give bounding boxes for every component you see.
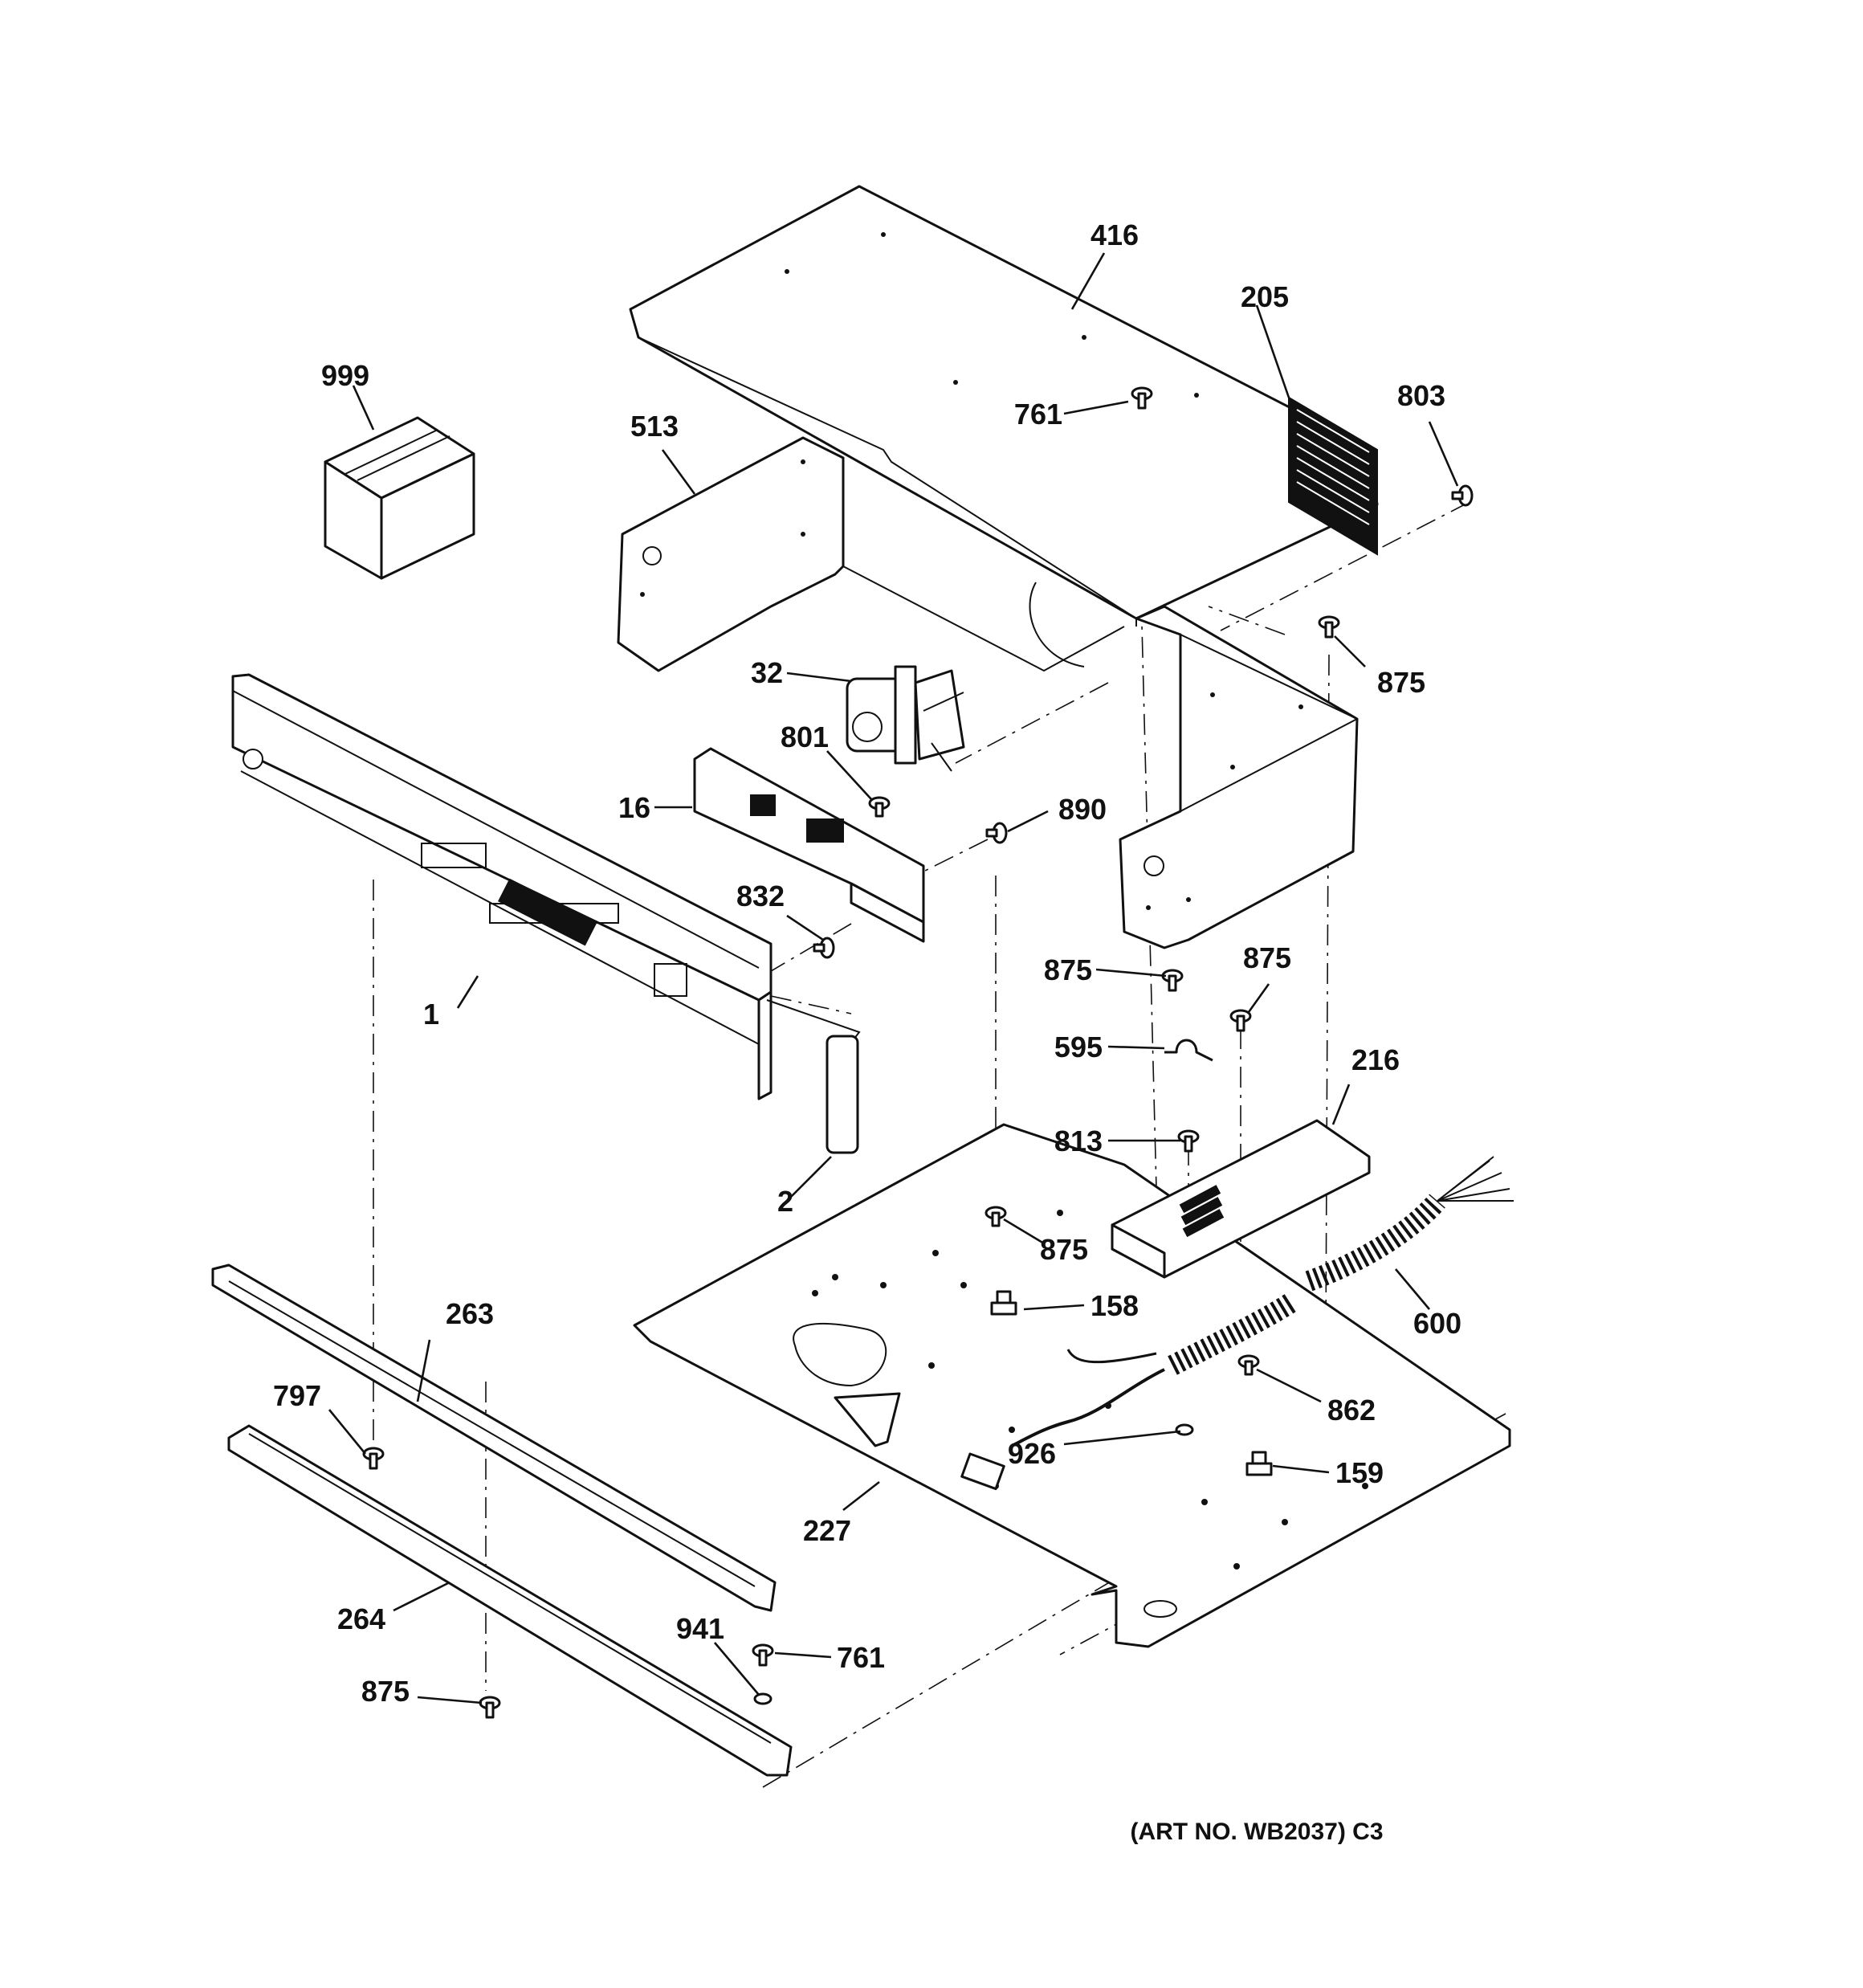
vent-grille-205 (1288, 396, 1378, 556)
screw-icon (479, 1696, 501, 1719)
screw-icon (1318, 615, 1340, 639)
callout-227: 227 (803, 1514, 851, 1547)
callout-761-bottom: 761 (837, 1641, 885, 1674)
callout-797: 797 (273, 1379, 321, 1412)
callout-205: 205 (1241, 280, 1289, 313)
side-frame-right (1119, 605, 1359, 949)
end-cap-2 (766, 999, 861, 1154)
callout-875-mid-a: 875 (1044, 953, 1092, 986)
screw-icon (868, 796, 891, 818)
leader-lines (328, 252, 1459, 1704)
hardware (362, 386, 1474, 1719)
callout-875-mid-b: 875 (1243, 941, 1291, 974)
washer-icon (1175, 1423, 1194, 1436)
screw-icon (1131, 386, 1153, 410)
callout-813: 813 (1054, 1125, 1103, 1157)
callout-600: 600 (1413, 1307, 1461, 1340)
screw-icon (985, 822, 1008, 844)
callout-832: 832 (736, 880, 785, 912)
callout-999: 999 (321, 359, 369, 392)
screw-icon (1177, 1129, 1200, 1153)
callout-16: 16 (618, 791, 650, 824)
art-number-caption: (ART NO. WB2037) C3 (1130, 1819, 1383, 1845)
callout-416: 416 (1090, 218, 1139, 251)
clamp-icon (1164, 1039, 1213, 1062)
thermostat-icon (1245, 1451, 1273, 1476)
callout-875-bottom: 875 (361, 1675, 410, 1708)
wire-harness-icon (960, 1156, 1514, 1491)
cover-216 (1111, 1119, 1371, 1279)
screw-icon (1237, 1354, 1260, 1376)
fan-motor-icon (846, 665, 965, 772)
callout-803: 803 (1397, 379, 1445, 412)
callout-761-top: 761 (1014, 398, 1062, 431)
screw-icon (813, 937, 835, 959)
alignment-lines (373, 405, 1506, 1788)
screw-icon (984, 1206, 1007, 1227)
screw-icon (1451, 484, 1474, 507)
callout-595: 595 (1054, 1031, 1103, 1063)
control-panel-1 (231, 673, 773, 1100)
callout-32: 32 (751, 656, 783, 689)
callout-875-right: 875 (1377, 666, 1425, 699)
control-board-16 (693, 747, 925, 943)
callout-926: 926 (1008, 1437, 1056, 1470)
callout-875-base: 875 (1040, 1233, 1088, 1266)
callout-159: 159 (1335, 1456, 1384, 1489)
callout-513: 513 (630, 410, 679, 443)
washer-icon (753, 1692, 773, 1705)
callout-1: 1 (423, 998, 439, 1031)
callout-862: 862 (1327, 1394, 1376, 1427)
screw-icon (752, 1643, 774, 1667)
callout-2: 2 (777, 1185, 793, 1218)
callout-890: 890 (1058, 793, 1107, 826)
trim-263 (211, 1263, 777, 1612)
callout-labels: 416 205 999 513 761 803 875 32 801 16 89… (273, 218, 1461, 1708)
callout-941: 941 (676, 1612, 724, 1645)
thermostat-icon (990, 1290, 1017, 1316)
trim-264 (227, 1424, 793, 1777)
screw-icon (362, 1447, 385, 1470)
callout-216: 216 (1351, 1043, 1400, 1076)
callout-264: 264 (337, 1602, 385, 1635)
side-panel-513 (617, 436, 1125, 672)
screw-icon (1161, 969, 1184, 992)
box-icon (324, 416, 475, 580)
screw-icon (1229, 1009, 1252, 1032)
callout-158: 158 (1090, 1289, 1139, 1322)
callout-263: 263 (446, 1297, 494, 1330)
callout-801: 801 (781, 720, 829, 753)
base-panel-227 (633, 1123, 1511, 1648)
